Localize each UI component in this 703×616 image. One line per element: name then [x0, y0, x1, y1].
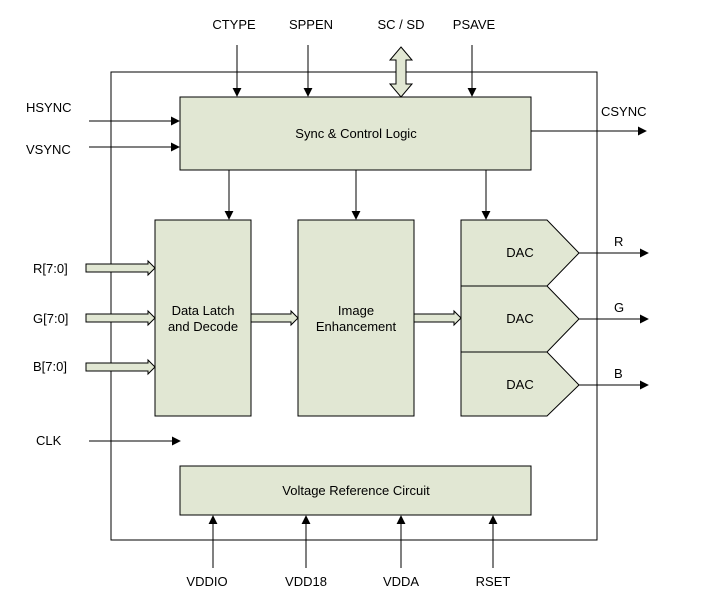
data-latch-block: [154, 219, 252, 417]
hsync-label: HSYNC: [26, 100, 72, 115]
clk-label: CLK: [36, 433, 62, 448]
sc-sd-bidirectional-arrow: [388, 46, 414, 98]
b-output-label: B: [614, 366, 623, 381]
data-latch-to-image-enh-bus: [250, 309, 299, 327]
chip-outline: [110, 71, 598, 541]
image-enhancement-block: [297, 219, 415, 417]
r-input-bus-arrow: [85, 259, 156, 277]
b-input-label: B[7:0]: [33, 359, 67, 374]
voltage-reference-block: [179, 465, 532, 516]
data-latch-label-line2: and Decode: [168, 319, 238, 334]
dac-r-label: DAC: [506, 245, 533, 260]
vdda-label: VDDA: [383, 574, 419, 589]
sppen-label: SPPEN: [289, 17, 333, 32]
vddio-label: VDDIO: [186, 574, 227, 589]
image-enhancement-label-line2: Enhancement: [316, 319, 397, 334]
dac-g-label: DAC: [506, 311, 533, 326]
dac-b-label: DAC: [506, 377, 533, 392]
data-latch-label-line1: Data Latch: [172, 303, 235, 318]
g-input-bus-arrow: [85, 309, 156, 327]
g-output-label: G: [614, 300, 624, 315]
r-input-label: R[7:0]: [33, 261, 68, 276]
dac-g-block: [460, 285, 580, 353]
r-output-label: R: [614, 234, 623, 249]
dac-b-block: [460, 351, 580, 417]
ctype-label: CTYPE: [212, 17, 256, 32]
sc-sd-label: SC / SD: [378, 17, 425, 32]
rset-label: RSET: [476, 574, 511, 589]
psave-label: PSAVE: [453, 17, 496, 32]
vsync-label: VSYNC: [26, 142, 71, 157]
voltage-reference-label: Voltage Reference Circuit: [282, 483, 430, 498]
csync-label: CSYNC: [601, 104, 647, 119]
image-enh-to-dac-bus: [413, 309, 462, 327]
g-input-label: G[7:0]: [33, 311, 68, 326]
image-enhancement-label-line1: Image: [338, 303, 374, 318]
b-input-bus-arrow: [85, 358, 156, 376]
vdd18-label: VDD18: [285, 574, 327, 589]
sync-control-label: Sync & Control Logic: [295, 126, 417, 141]
sync-control-block: [179, 96, 532, 171]
dac-r-block: [460, 219, 580, 287]
